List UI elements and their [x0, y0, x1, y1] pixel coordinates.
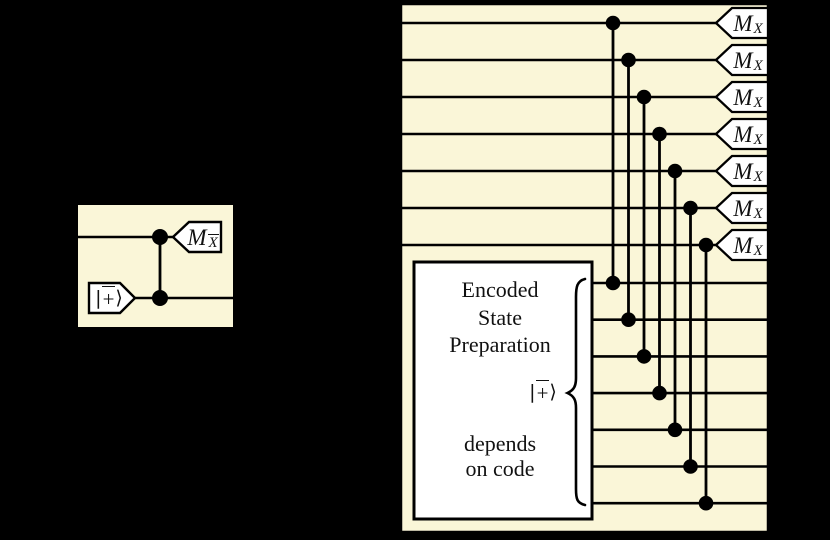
control-dot — [636, 349, 652, 364]
mx-measurement-tag — [714, 43, 770, 77]
control-dot — [683, 459, 698, 474]
control-dot — [605, 15, 621, 31]
mx-measurement-tag — [714, 228, 770, 262]
mx-measurement-tag — [714, 6, 770, 40]
mx-measurement-tag — [714, 191, 770, 225]
right-circuit-wires — [402, 6, 770, 511]
mx-measurement-tag — [714, 117, 770, 151]
measurement-tag — [171, 220, 223, 254]
control-dot — [621, 312, 636, 328]
control-dot — [652, 385, 667, 401]
encoded-state-prep-box — [412, 260, 594, 521]
control-dot — [683, 200, 698, 216]
control-dot — [152, 229, 168, 245]
control-dot — [652, 126, 667, 142]
prep-tag — [87, 281, 137, 315]
control-dot — [698, 237, 714, 253]
control-dot — [698, 495, 714, 511]
brace — [564, 277, 587, 507]
right-circuit — [399, 2, 770, 534]
control-dot — [621, 52, 636, 68]
control-dot — [667, 422, 683, 438]
control-dot — [605, 275, 621, 291]
mx-measurement-tag — [714, 154, 770, 188]
control-dot — [636, 89, 652, 105]
mx-measurement-tag — [714, 80, 770, 114]
control-dot — [667, 163, 683, 179]
control-dot — [152, 290, 168, 306]
left-circuit — [78, 205, 233, 327]
